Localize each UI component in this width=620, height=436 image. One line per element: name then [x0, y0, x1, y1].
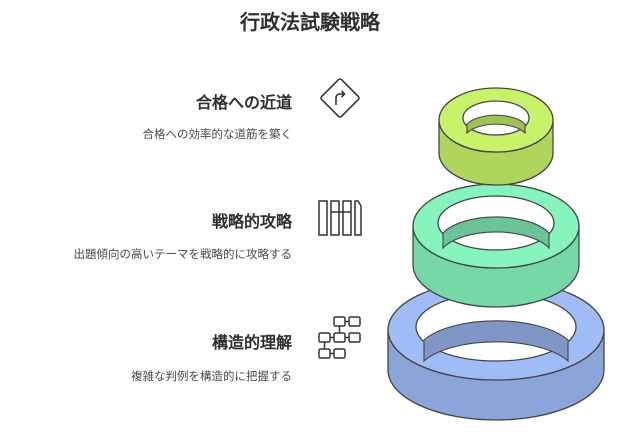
item-desc-strategy: 出題傾向の高いテーマを戦略的に攻略する: [73, 247, 293, 261]
flowchart-icon: [318, 316, 361, 359]
ring-middle: [412, 183, 580, 308]
ring-bottom: [387, 279, 605, 421]
item-desc-shortcut: 合格への効率的な道筋を築く: [142, 127, 293, 141]
item-desc-structure: 複雑な判例を構造的に把握する: [131, 369, 292, 383]
item-title-shortcut: 合格への近道: [195, 93, 292, 112]
columns-icon: [318, 200, 362, 236]
route-sign-icon: [320, 78, 360, 118]
page-title: 行政法試験戦略: [240, 10, 380, 34]
item-title-structure: 構造的理解: [211, 333, 292, 352]
ring-top: [438, 87, 554, 186]
item-title-strategy: 戦略的攻略: [211, 212, 292, 231]
